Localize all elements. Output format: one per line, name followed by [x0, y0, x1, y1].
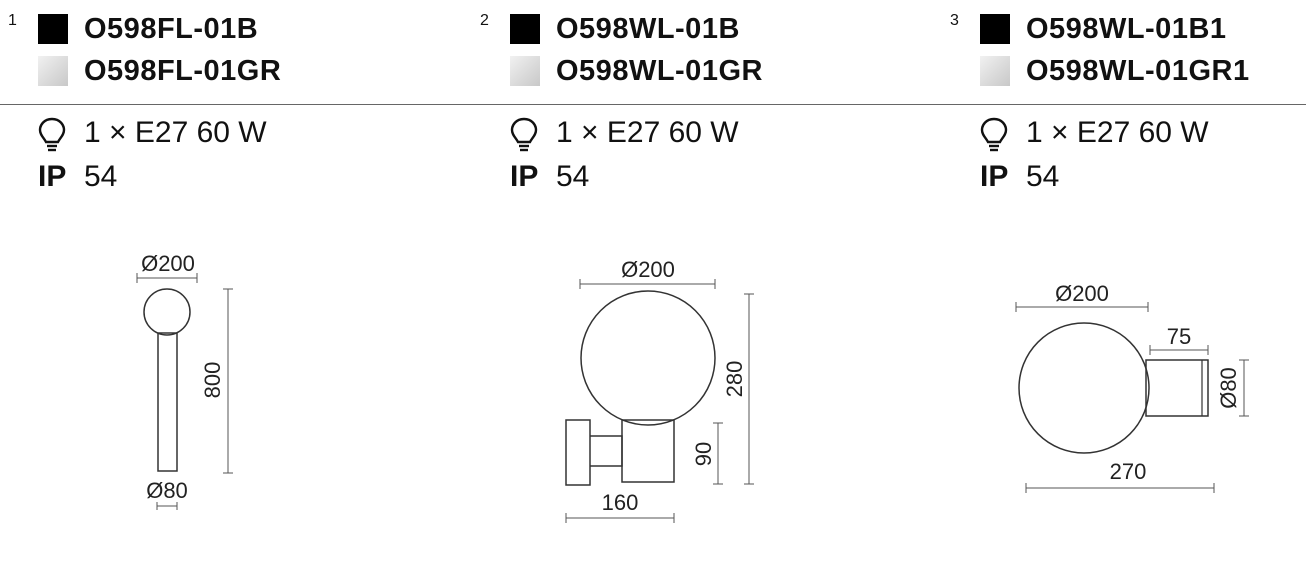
light-bulb-icon — [980, 117, 1008, 152]
product-column-2: 2 O598WL-01B O598WL-01GR 1 × E27 60 W IP… — [470, 0, 910, 587]
globe-shape — [1018, 322, 1150, 454]
base-diameter-label: Ø80 — [146, 478, 188, 503]
lamp-spec: 1 × E27 60 W — [1026, 116, 1209, 149]
black-finish-swatch — [38, 14, 68, 44]
globe-diameter-label: Ø200 — [141, 251, 195, 276]
lamp-body-shape — [621, 419, 675, 483]
ip-label: IP — [510, 160, 539, 193]
grey-finish-swatch — [510, 56, 540, 86]
lamp-spec: 1 × E27 60 W — [84, 116, 267, 149]
wall-lamp-drawing: Ø200 280 90 160 — [565, 257, 754, 523]
ip-label: IP — [980, 160, 1009, 193]
product-code: O598WL-01GR1 — [1026, 55, 1250, 87]
arm-shape — [590, 435, 623, 467]
header-divider — [0, 104, 1306, 105]
product-code: O598WL-01B1 — [1026, 13, 1227, 45]
globe-diameter-label: Ø200 — [1055, 281, 1109, 306]
ip-value: 54 — [556, 160, 590, 193]
mount-diameter-label: Ø80 — [1216, 367, 1241, 409]
product-index: 1 — [8, 12, 17, 29]
product-column-3: 3 O598WL-01B1 O598WL-01GR1 1 × E27 60 W … — [940, 0, 1306, 587]
total-length-label: 270 — [1110, 459, 1147, 484]
ip-value: 54 — [1026, 160, 1060, 193]
product-index: 2 — [480, 12, 489, 29]
wall-plate-shape — [565, 419, 591, 486]
pole-shape — [157, 332, 178, 472]
mount-depth-label: 75 — [1167, 324, 1191, 349]
product-column-1: 1 O598FL-01B O598FL-01GR 1 × E27 60 W IP… — [0, 0, 440, 587]
product-code: O598WL-01B — [556, 13, 740, 45]
product-index: 3 — [950, 12, 959, 29]
wall-lamp-top-view-drawing: Ø200 75 Ø80 270 — [1015, 281, 1249, 493]
height-label: 800 — [200, 362, 225, 399]
ip-value: 54 — [84, 160, 118, 193]
light-bulb-icon — [38, 117, 66, 152]
globe-shape — [143, 288, 191, 336]
floor-lamp-drawing: Ø200 800 Ø80 — [136, 251, 233, 510]
grey-finish-swatch — [980, 56, 1010, 86]
light-bulb-icon — [510, 117, 538, 152]
black-finish-swatch — [980, 14, 1010, 44]
ip-label: IP — [38, 160, 67, 193]
product-code: O598WL-01GR — [556, 55, 763, 87]
product-code: O598FL-01B — [84, 13, 259, 45]
projection-label: 160 — [602, 490, 639, 515]
lamp-spec: 1 × E27 60 W — [556, 116, 739, 149]
globe-diameter-label: Ø200 — [621, 257, 675, 282]
height-label: 280 — [722, 361, 747, 398]
grey-finish-swatch — [38, 56, 68, 86]
mount-shape — [1145, 359, 1209, 417]
black-finish-swatch — [510, 14, 540, 44]
product-code: O598FL-01GR — [84, 55, 282, 87]
globe-shape — [580, 290, 716, 426]
mount-height-label: 90 — [691, 442, 716, 466]
